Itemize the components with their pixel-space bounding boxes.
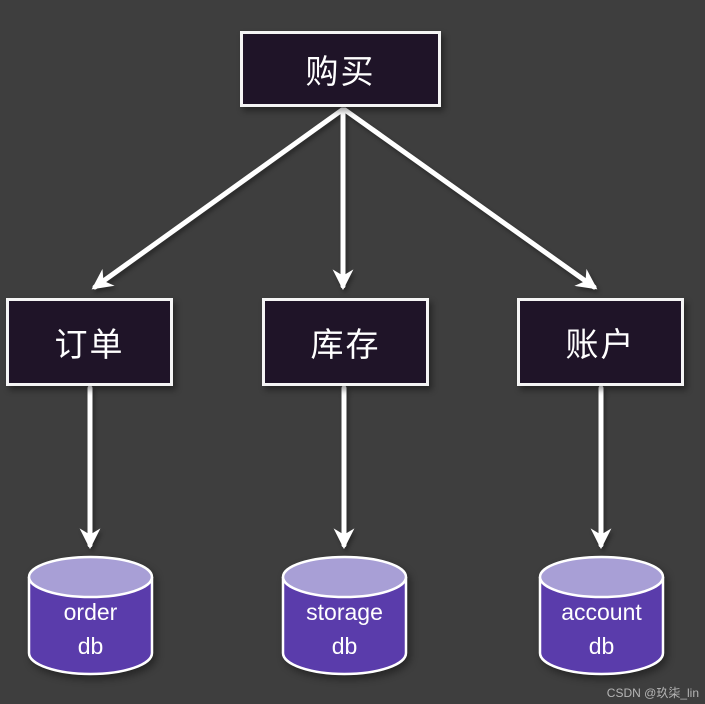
edge-purchase-to-account xyxy=(342,107,598,290)
node-purchase-label: 购买 xyxy=(305,53,376,90)
csdn-watermark: CSDN @玖柒_lin xyxy=(606,686,699,700)
database-cylinder-top xyxy=(281,555,408,599)
node-storage-label: 库存 xyxy=(310,326,381,363)
database-order-db-label: order db xyxy=(27,595,154,663)
database-cylinder-top xyxy=(538,555,665,599)
db-label-line2: db xyxy=(331,633,358,659)
db-label-line2: db xyxy=(77,633,104,659)
database-cylinder-body xyxy=(27,577,154,676)
database-cylinder-body xyxy=(281,577,408,676)
database-order-db: order db xyxy=(27,555,154,678)
db-label-line1: storage xyxy=(306,599,383,625)
database-account-db: account db xyxy=(538,555,665,678)
database-storage-db-label: storage db xyxy=(281,595,408,663)
database-storage-db: storage db xyxy=(281,555,408,678)
edge-purchase-to-order xyxy=(91,107,345,290)
db-label-line2: db xyxy=(588,633,615,659)
node-purchase: 购买 xyxy=(240,31,441,107)
node-account: 账户 xyxy=(517,298,684,386)
db-label-line1: order xyxy=(63,599,118,625)
node-order: 订单 xyxy=(6,298,173,386)
database-cylinder-body xyxy=(538,577,665,676)
node-storage: 库存 xyxy=(262,298,429,386)
db-label-line1: account xyxy=(561,599,642,625)
database-account-db-label: account db xyxy=(538,595,665,663)
node-account-label: 账户 xyxy=(565,326,636,363)
database-cylinder-top xyxy=(27,555,154,599)
node-order-label: 订单 xyxy=(54,326,125,363)
